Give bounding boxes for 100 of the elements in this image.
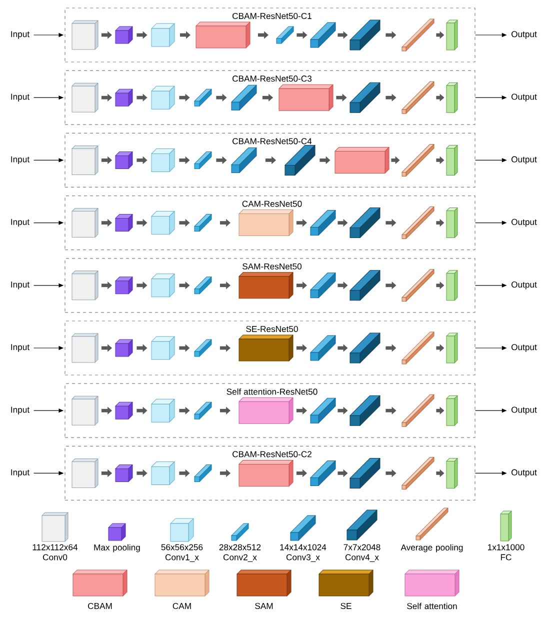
output-label: Output [512,406,537,414]
model-frame: CAM-ResNet50 [64,196,476,250]
feature-map-block [194,88,212,106]
model-frame: SAM-ResNet50 [64,258,476,313]
attention-block [238,210,294,236]
output-label: Output [512,218,537,227]
feature-map-block [310,398,336,424]
legend-label: SAM [255,602,273,610]
feature-map-block [350,82,380,113]
feature-map-block [310,335,336,361]
feature-map-block [194,151,212,169]
input-label: Input [11,218,30,227]
model-frame: Self attention-ResNet50 [64,383,476,438]
feature-map-block [310,460,336,486]
feature-map-block [72,145,98,175]
fc-block [446,332,458,364]
output-label: Output [512,94,537,102]
output-label: Output [512,469,537,478]
pooling-block [402,206,434,240]
attention-block [196,22,250,48]
model-frame: CBAM-ResNet50-C3 [64,70,476,125]
model-frame: SE-ResNet50 [64,320,476,376]
model-frame: CBAM-ResNet50-C2 [64,446,476,500]
input-label: Input [11,282,30,290]
feature-map-block [194,276,212,294]
legend-label: Average pooling [400,544,463,552]
output-label: Output [512,282,537,290]
feature-map-block [151,398,175,422]
feature-map-block [350,208,380,238]
fc-block [446,144,458,176]
input-label: Input [11,406,30,414]
attention-block [238,460,294,486]
feature-map-block [151,274,175,298]
feature-map-block [350,458,380,488]
pooling-block [115,402,133,420]
legend-label: Self attention [407,602,457,610]
feature-map-block [276,26,294,44]
model-frame: CBAM-ResNet50-C4 [64,132,476,188]
pooling-block [115,151,133,169]
feature-map-block [194,402,212,420]
legend-label: 7x7x2048 Conv4_x [344,544,380,562]
feature-map-block [231,84,257,110]
feature-map-block [310,210,336,236]
pooling-block [402,81,434,114]
pooling-block [402,269,434,302]
legend-label: Max pooling [94,544,140,552]
fc-block [446,208,458,238]
pooling-block [115,464,133,482]
legend-label: CAM [172,602,191,610]
legend-label: CBAM [88,602,112,610]
attention-block [278,84,334,111]
pooling-block [402,144,434,176]
feature-map-block [72,82,98,112]
legend-label: SE [340,602,352,610]
feature-map-block [72,333,98,363]
fc-block [446,270,458,301]
feature-map-block [151,86,175,110]
feature-map-block [151,461,175,485]
feature-map-block [238,397,294,424]
pooling-block [402,332,434,364]
legend-label: 28x28x512 Conv2_x [219,544,261,562]
feature-map-block [72,396,98,426]
feature-map-block [284,144,316,176]
feature-map-block [350,20,380,50]
input-label: Input [11,156,30,164]
input-label: Input [11,94,30,102]
feature-map-block [231,147,257,173]
feature-map-block [238,334,294,362]
legend-label: 1x1x1000 FC [488,544,524,560]
attention-block [238,272,294,299]
legend-label: 14x14x1024 Conv3_x [280,544,326,562]
pooling-block [115,276,133,294]
feature-map-block [72,270,98,300]
legend-label: 56x56x256 Conv1_x [161,544,203,562]
feature-map-block [72,458,98,488]
feature-map-block [310,22,336,48]
pooling-block [115,214,133,232]
output-label: Output [512,156,537,164]
legend-label: 112x112x64 Conv0 [32,544,78,560]
model-frame: CBAM-ResNet50-C1 [64,8,476,62]
pooling-block [115,26,133,44]
feature-map-block [194,464,212,482]
output-label: Output [512,344,537,352]
attention-block [334,146,390,174]
feature-map-block [350,395,380,426]
feature-map-block [194,214,212,232]
fc-block [446,458,458,488]
pooling-block [115,339,133,357]
pooling-block [115,88,133,106]
input-label: Input [11,344,30,352]
fc-block [446,20,458,50]
output-label: Output [512,31,537,39]
fc-block [446,395,458,426]
pooling-block [402,394,434,427]
input-label: Input [11,31,30,39]
feature-map-block [151,23,175,47]
feature-map-block [151,211,175,235]
feature-map-block [72,20,98,50]
feature-map-block [310,272,336,298]
feature-map-block [194,339,212,357]
